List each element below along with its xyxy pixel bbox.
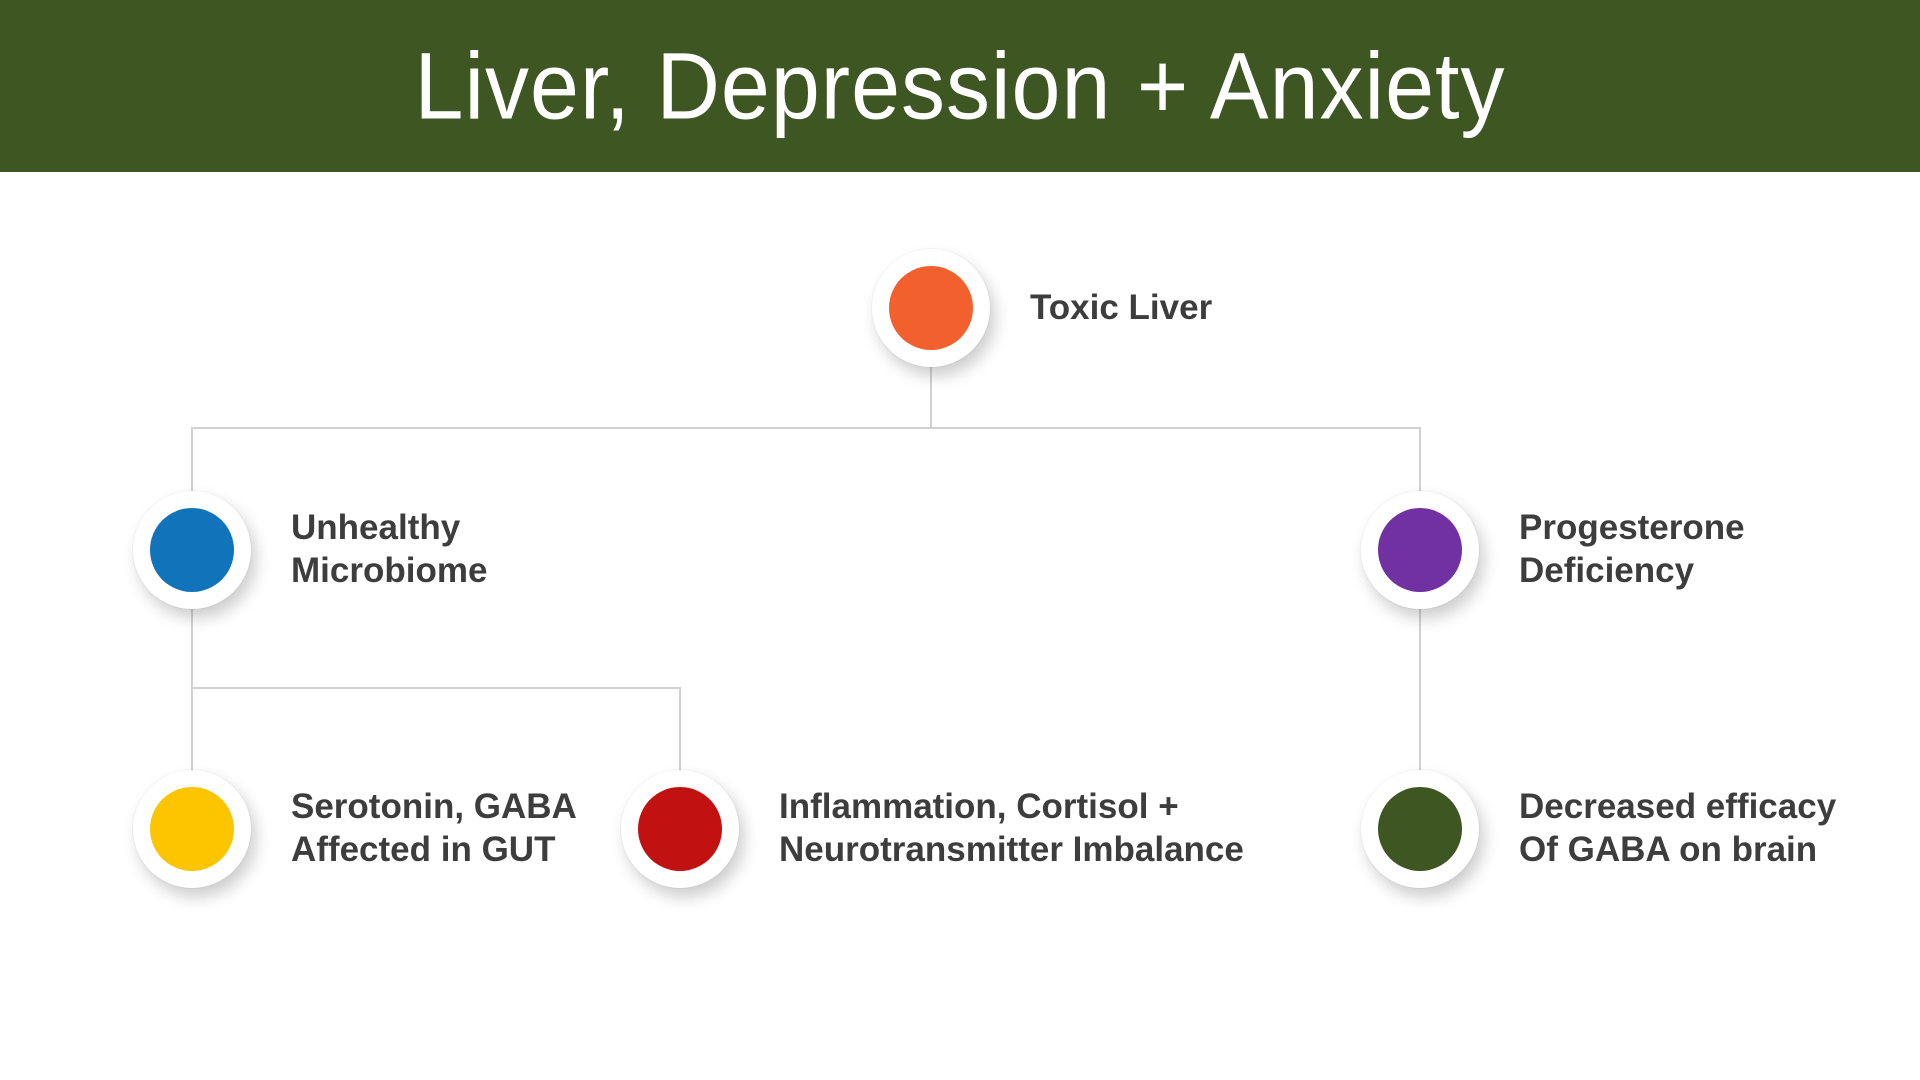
unhealthy-microbiome-circle bbox=[133, 491, 251, 609]
node-progesterone-deficiency: Progesterone Deficiency bbox=[1361, 491, 1745, 609]
progesterone-label: Progesterone Deficiency bbox=[1519, 507, 1745, 592]
connector-toxic-down bbox=[930, 308, 932, 428]
gaba-brain-circle bbox=[1361, 770, 1479, 888]
node-toxic-liver: Toxic Liver bbox=[872, 249, 1212, 367]
header-banner: Liver, Depression + Anxiety bbox=[0, 0, 1920, 172]
label-line: Of GABA on brain bbox=[1519, 830, 1818, 869]
label-line: Microbiome bbox=[291, 551, 488, 590]
label-line: Progesterone bbox=[1519, 508, 1745, 548]
toxic-liver-label: Toxic Liver bbox=[1030, 287, 1212, 330]
node-inflammation-cortisol: Inflammation, Cortisol + Neurotransmitte… bbox=[621, 770, 1244, 888]
label-line: Serotonin, GABA bbox=[291, 787, 577, 827]
connector-left-down bbox=[191, 427, 193, 829]
label-line: Decreased efficacy bbox=[1519, 787, 1837, 827]
unhealthy-microbiome-label: Unhealthy Microbiome bbox=[291, 507, 487, 592]
connector-right-down bbox=[1419, 427, 1421, 829]
label-line: Unhealthy bbox=[291, 508, 461, 548]
tree-diagram: Toxic Liver Unhealthy Microbiome Progest… bbox=[0, 172, 1920, 1080]
label-line: Toxic Liver bbox=[1030, 287, 1213, 327]
toxic-liver-circle bbox=[872, 249, 990, 367]
label-line: Inflammation, Cortisol + bbox=[779, 787, 1179, 827]
serotonin-gaba-label: Serotonin, GABA Affected in GUT bbox=[291, 786, 577, 871]
connector-sub-horizontal bbox=[191, 687, 681, 689]
connector-main-horizontal bbox=[191, 427, 1421, 429]
label-line: Deficiency bbox=[1519, 551, 1695, 590]
label-line: Neurotransmitter Imbalance bbox=[779, 830, 1244, 869]
unhealthy-microbiome-dot-icon bbox=[150, 508, 234, 592]
node-decreased-gaba-efficacy: Decreased efficacy Of GABA on brain bbox=[1361, 770, 1836, 888]
inflammation-label: Inflammation, Cortisol + Neurotransmitte… bbox=[779, 786, 1244, 871]
node-unhealthy-microbiome: Unhealthy Microbiome bbox=[133, 491, 487, 609]
serotonin-gaba-dot-icon bbox=[150, 787, 234, 871]
gaba-brain-label: Decreased efficacy Of GABA on brain bbox=[1519, 786, 1836, 871]
label-line: Affected in GUT bbox=[291, 830, 556, 869]
progesterone-circle bbox=[1361, 491, 1479, 609]
toxic-liver-dot-icon bbox=[889, 266, 973, 350]
node-serotonin-gaba: Serotonin, GABA Affected in GUT bbox=[133, 770, 577, 888]
progesterone-dot-icon bbox=[1378, 508, 1462, 592]
page-title: Liver, Depression + Anxiety bbox=[414, 31, 1506, 139]
serotonin-gaba-circle bbox=[133, 770, 251, 888]
connector-red-down bbox=[679, 687, 681, 829]
gaba-brain-dot-icon bbox=[1378, 787, 1462, 871]
inflammation-dot-icon bbox=[638, 787, 722, 871]
inflammation-circle bbox=[621, 770, 739, 888]
